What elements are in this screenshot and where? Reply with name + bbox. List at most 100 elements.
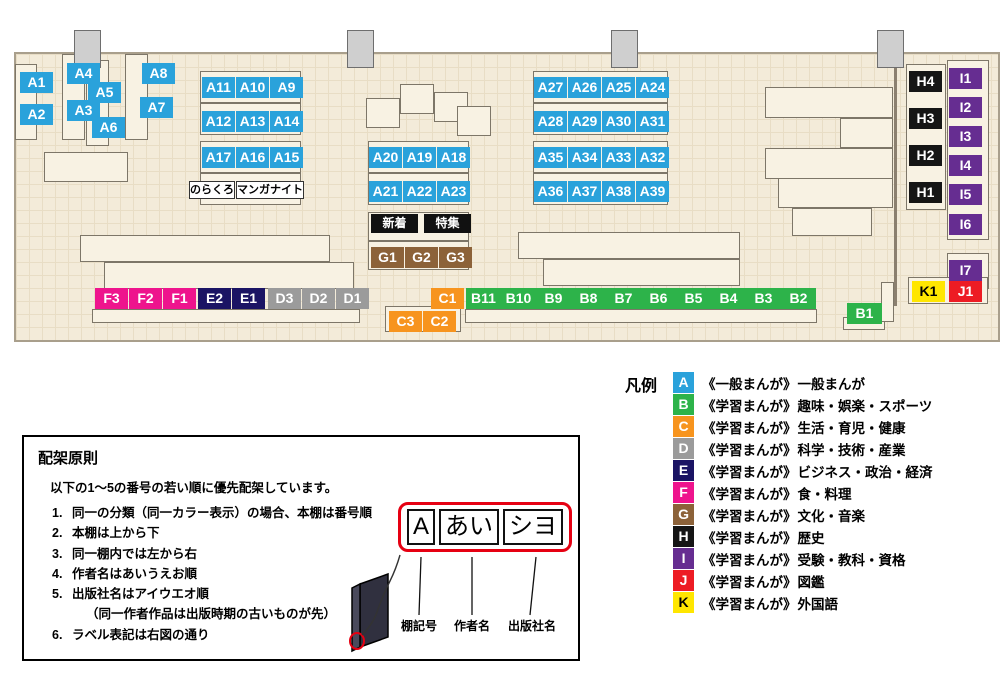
shelf-block <box>92 309 360 323</box>
shelf-label-b8: B8 <box>571 288 606 309</box>
shelf-label-d2: D2 <box>302 288 335 309</box>
shelf-label-i1: I1 <box>949 68 982 89</box>
shelf-label-i6: I6 <box>949 214 982 235</box>
shelf-block <box>44 152 128 182</box>
shelf-label-a25: A25 <box>602 77 635 98</box>
pillar <box>74 30 101 68</box>
legend-category-prefix: 《学習まんが》 <box>702 398 797 414</box>
principle-text: 出版社名はアイウエオ順 <box>72 587 209 601</box>
shelf-block <box>947 60 989 240</box>
legend-category-name: 図鑑 <box>797 574 825 590</box>
legend-item-j: J《学習まんが》図鑑 <box>673 570 933 591</box>
legend-category-prefix: 《学習まんが》 <box>702 552 797 568</box>
shelf-label-a24: A24 <box>636 77 669 98</box>
shelf-label-a22: A22 <box>403 181 436 202</box>
legend-label: 《一般まんが》一般まんが <box>702 373 865 393</box>
shelf-label-a10: A10 <box>236 77 269 98</box>
shelf-label-b11: B11 <box>466 288 501 309</box>
shelf-label-a36: A36 <box>534 181 567 202</box>
legend-category-prefix: 《学習まんが》 <box>702 530 797 546</box>
shelf-label-i7: I7 <box>949 260 982 281</box>
legend-label: 《学習まんが》ビジネス・政治・経済 <box>702 461 933 481</box>
book-spine-illustration <box>349 554 537 653</box>
shelf-label-a18: A18 <box>437 147 470 168</box>
principle-number: 3. <box>52 546 63 561</box>
caption-publisher: 出版社名 <box>507 619 557 633</box>
shelf-label-f2: F2 <box>129 288 162 309</box>
principle-item: 4.作者名はあいうえお順 <box>52 564 404 584</box>
shelf-label-a2: A2 <box>20 104 53 125</box>
shelf-block <box>778 178 893 208</box>
shelf-label-a32: A32 <box>636 147 669 168</box>
principles-intro: 以下の1〜5の番号の若い順に優先配架しています。 <box>50 481 338 495</box>
pillar <box>877 30 904 68</box>
shelf-label-a5: A5 <box>88 82 121 103</box>
shelf-label-i5: I5 <box>949 184 982 205</box>
label-diagram: A あい シヨ 棚記号 作者名 出版社名 <box>324 489 584 661</box>
shelf-label-h4: H4 <box>909 71 942 92</box>
legend-item-g: G《学習まんが》文化・音楽 <box>673 504 933 525</box>
shelf-tag: マンガナイト <box>236 181 304 199</box>
shelf-block <box>840 118 893 148</box>
legend-title: 凡例 <box>625 378 658 395</box>
shelf-label-a6: A6 <box>92 117 125 138</box>
shelf-label-b1: B1 <box>847 303 882 324</box>
legend-item-c: C 《学習まんが》生活・育児・健康 <box>673 416 933 437</box>
shelf-label-a4: A4 <box>67 63 100 84</box>
principle-text: ラベル表記は右図の通り <box>72 627 210 642</box>
legend-label: 《学習まんが》文化・音楽 <box>702 505 865 525</box>
shelf-label-a8: A8 <box>142 63 175 84</box>
legend-label: 《学習まんが》生活・育児・健康 <box>702 417 906 437</box>
shelf-label-j1: J1 <box>949 281 982 302</box>
shelf-label-f3: F3 <box>95 288 128 309</box>
shelf-label-a35: A35 <box>534 147 567 168</box>
shelf-label-b2: B2 <box>781 288 816 309</box>
shelf-label-a33: A33 <box>602 147 635 168</box>
shelf-label-b5: B5 <box>676 288 711 309</box>
legend-category-prefix: 《学習まんが》 <box>702 574 797 590</box>
shelf-tag: 新着 <box>371 214 418 233</box>
legend-category-name: 受験・教科・資格 <box>797 552 906 568</box>
legend-item-h: H《学習まんが》歴史 <box>673 526 933 547</box>
shelf-block <box>765 148 893 179</box>
shelf-block <box>80 235 330 262</box>
legend-item-a: A《一般まんが》一般まんが <box>673 372 933 393</box>
principle-number: 6. <box>52 627 63 642</box>
principle-number: 1. <box>52 506 63 520</box>
shelf-label-a37: A37 <box>568 181 601 202</box>
pillar <box>611 30 638 68</box>
legend-color-swatch: I <box>673 548 695 569</box>
principle-item: 1.同一の分類（同一カラー表示）の場合、本棚は番号順 <box>52 503 404 523</box>
shelf-label-f1: F1 <box>163 288 196 309</box>
legend-category-name: 一般まんが <box>797 376 866 392</box>
legend-item-b: B《学習まんが》趣味・娯楽・スポーツ <box>673 394 933 415</box>
shelf-label-a21: A21 <box>369 181 402 202</box>
shelf-label-a29: A29 <box>568 111 601 132</box>
legend-item-e: E《学習まんが》ビジネス・政治・経済 <box>673 460 933 481</box>
shelf-label-g2: G2 <box>405 247 438 268</box>
legend-category-prefix: 《一般まんが》 <box>702 376 797 392</box>
shelf-block <box>543 259 740 286</box>
shelf-label-b10: B10 <box>501 288 536 309</box>
legend-category-name: 科学・技術・産業 <box>797 442 906 458</box>
legend-color-swatch: C <box>673 416 695 437</box>
principle-item: 5.出版社名はアイウエオ順 <box>52 584 404 604</box>
shelf-label-e2: E2 <box>198 288 231 309</box>
shelf-label-a26: A26 <box>568 77 601 98</box>
shelf-block <box>881 282 894 322</box>
shelf-block <box>400 84 434 114</box>
shelf-label-b4: B4 <box>711 288 746 309</box>
legend-category-prefix: 《学習まんが》 <box>702 464 797 480</box>
label-author: あい <box>439 509 500 545</box>
shelf-block <box>104 262 354 289</box>
shelf-label-b3: B3 <box>746 288 781 309</box>
label-sample: A あい シヨ <box>398 502 573 552</box>
legend-category-prefix: 《学習まんが》 <box>702 442 797 458</box>
legend-category-prefix: 《学習まんが》 <box>702 420 797 436</box>
shelf-label-b7: B7 <box>606 288 641 309</box>
principle-text: 作者名はあいうえお順 <box>72 566 198 581</box>
shelf-label-a16: A16 <box>236 147 269 168</box>
legend-color-swatch: F <box>673 482 695 503</box>
